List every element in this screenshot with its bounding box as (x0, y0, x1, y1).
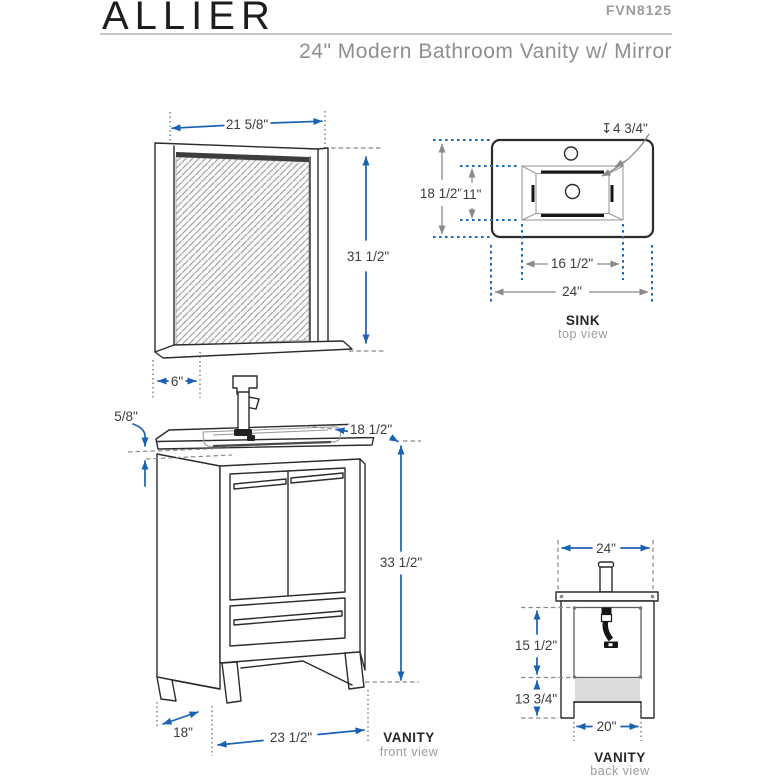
header-divider (100, 33, 672, 35)
vanity-leg-front-right (344, 651, 365, 690)
vanity-leg-back-left (156, 676, 177, 702)
sink-basin-width-dim: 16 1/2" (551, 256, 594, 271)
sink-outline (490, 138, 655, 239)
counter-depth-dim: 18 1/2" (350, 422, 393, 437)
mirror-width-dim: 21 5/8" (226, 117, 269, 132)
vanity-front-face (219, 458, 361, 664)
faucet-back-drawing (597, 561, 615, 593)
back-width-dim: 24" (596, 541, 616, 556)
faucet-drawing (232, 375, 260, 441)
basin-outer (521, 165, 624, 221)
mirror-front-view: 21 5/8" 31 1/2" 6" (152, 111, 392, 398)
sink-view-subtitle: top view (558, 327, 608, 341)
vanity-side-panel (156, 453, 221, 690)
back-inner-width-dim: 20" (597, 719, 617, 734)
sink-overall-depth-dim: 18 1/2" (420, 186, 463, 201)
bowl-depth-symbol: ↧ (601, 121, 612, 136)
faucet-hole (563, 146, 579, 161)
vanity-back-title: VANITY (594, 750, 646, 765)
back-upper-height-dim: 15 1/2" (515, 638, 558, 653)
back-countertop (555, 591, 659, 602)
mirror-depth-extension-lines (152, 352, 201, 398)
drain-pipe-drawing (600, 607, 618, 648)
vanity-width-dim: 23 1/2" (270, 730, 313, 745)
door-handle-left (233, 478, 287, 490)
sink-extension-lines (433, 139, 653, 303)
brand-title: ALLIER (102, 0, 276, 38)
back-extension-lines (573, 704, 642, 741)
sink-bowl-depth-dim: 4 3/4" (613, 121, 648, 136)
sink-basin-depth-dim: 11" (463, 187, 482, 202)
mirror-shelf (154, 340, 353, 359)
model-number: FVN8125 (605, 2, 672, 18)
door-handle-right (290, 472, 344, 484)
front-extension-lines (156, 690, 369, 756)
sink-overall-width-dim: 24" (562, 284, 582, 299)
sink-view-title: SINK (566, 313, 600, 328)
mirror-width-extension-lines (169, 111, 326, 148)
mirror-depth-dim: 6" (171, 374, 184, 389)
vanity-front-view: 5/8" 18 1/2" 33 1/2" 18" 23 1/2" VANITY … (111, 375, 439, 759)
vanity-back-subtitle: back view (590, 764, 650, 776)
vanity-doors (229, 467, 346, 601)
product-subtitle: 24" Modern Bathroom Vanity w/ Mirror (299, 40, 672, 63)
vanity-height-dim: 33 1/2" (380, 555, 423, 570)
mirror-glass (175, 156, 310, 347)
vanity-front-subtitle: front view (380, 745, 439, 759)
vanity-leg-front-left (221, 661, 242, 704)
vanity-back-view: 24" 15 1/2" 13 3/4" 20" VANITY back view (512, 538, 659, 776)
sink-top-view: 18 1/2" 11" 16 1/2" 24" ↧ 4 3/4" SINK to… (417, 118, 655, 341)
vanity-stretcher (240, 660, 353, 686)
vanity-front-title: VANITY (383, 730, 435, 745)
counter-thickness-dim: 5/8" (114, 409, 138, 424)
vanity-drawer (229, 597, 346, 647)
mirror-height-dim: 31 1/2" (347, 249, 390, 264)
vanity-floor-depth-dim: 18" (173, 725, 193, 740)
back-lower-height-dim: 13 3/4" (515, 692, 558, 707)
drain-hole (564, 183, 581, 200)
drawer-handle (233, 610, 343, 626)
